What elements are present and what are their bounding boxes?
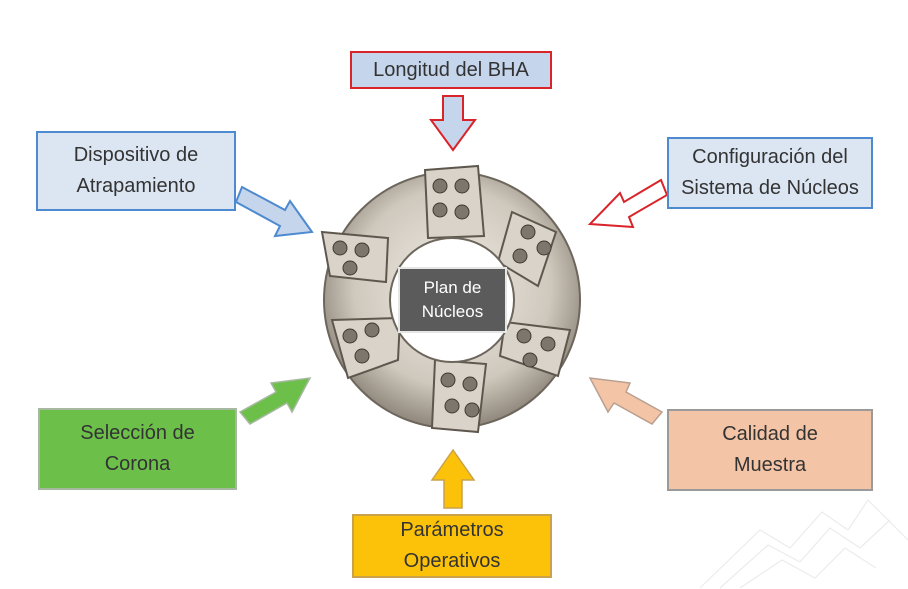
blade-upper-right <box>496 210 558 288</box>
watermark-mountains <box>699 499 908 589</box>
arrow-from-seleccion <box>238 377 312 425</box>
arrow-from-dispositivo <box>234 185 314 238</box>
blade-upper-left <box>320 230 390 284</box>
seleccion-corona-box: Selección de Corona <box>38 408 237 490</box>
parametros-operativos-box: Parámetros Operativos <box>352 514 552 578</box>
dispositivo-atrapamiento-box: Dispositivo de Atrapamiento <box>36 131 236 211</box>
arrow-from-parametros <box>430 448 476 509</box>
configuracion-sistema-box: Configuración del Sistema de Núcleos <box>667 137 873 209</box>
arrow-from-bha <box>429 95 477 152</box>
blade-bottom <box>430 358 488 434</box>
arrow-from-calidad <box>588 377 664 425</box>
longitud-bha-box: Longitud del BHA <box>350 51 552 89</box>
plan-nucleos-label: Plan de Núcleos <box>398 267 507 333</box>
calidad-muestra-box: Calidad de Muestra <box>667 409 873 491</box>
arrow-from-configuracion <box>587 178 669 229</box>
blade-top <box>423 164 486 240</box>
